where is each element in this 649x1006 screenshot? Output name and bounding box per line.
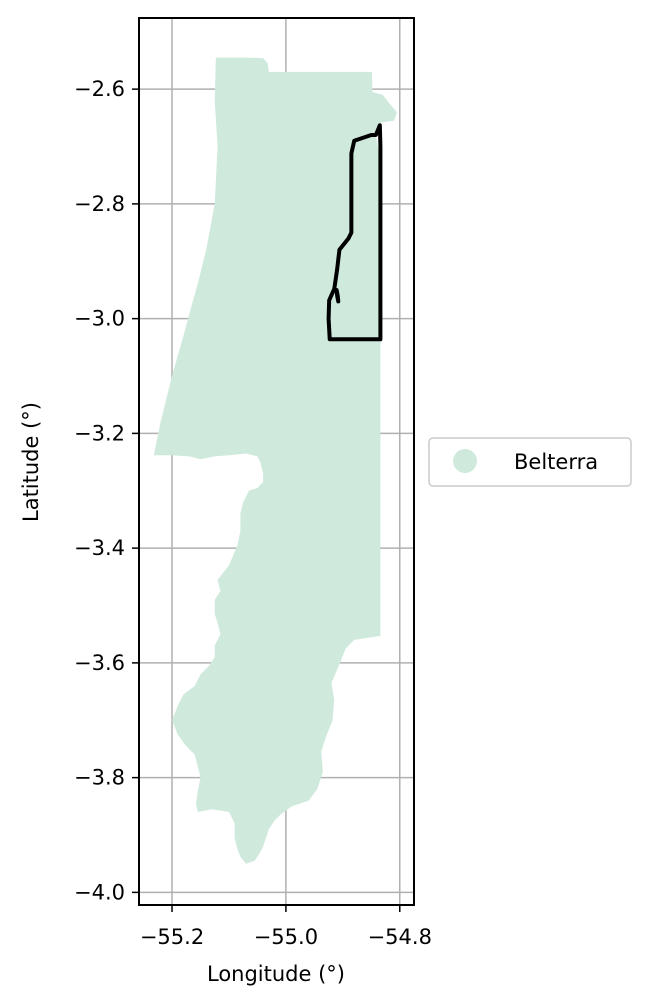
y-tick-label: −3.8: [74, 766, 125, 790]
legend: Belterra: [428, 437, 632, 487]
region-belterra: [153, 57, 397, 864]
y-tick-label: −4.0: [74, 880, 125, 904]
x-tick-label: −55.2: [140, 925, 204, 949]
y-tick-label: −3.2: [74, 421, 125, 445]
outline-layer: [326, 123, 383, 342]
x-tick-label: −55.0: [254, 925, 318, 949]
small-inner-outline: [334, 287, 341, 304]
x-axis-label: Longitude (°): [207, 962, 345, 986]
legend-label-belterra: Belterra: [514, 450, 598, 474]
x-ticks: −55.2 −55.0 −54.8: [140, 905, 432, 949]
plot-frame: [138, 17, 415, 906]
y-tick-label: −2.6: [74, 77, 125, 101]
region-layer: [153, 57, 397, 864]
y-tick-label: −3.4: [74, 536, 125, 560]
y-axis-label: Latitude (°): [19, 402, 43, 522]
study-area-outline: [326, 123, 383, 342]
y-tick-label: −3.6: [74, 651, 125, 675]
x-tick-label: −54.8: [368, 925, 432, 949]
legend-marker-belterra: [453, 449, 477, 473]
legend-box: [428, 437, 632, 487]
y-tick-label: −2.8: [74, 192, 125, 216]
y-ticks: −2.6 −2.8 −3.0 −3.2 −3.4 −3.6 −3.8 −4.0: [74, 77, 139, 904]
y-tick-label: −3.0: [74, 307, 125, 331]
